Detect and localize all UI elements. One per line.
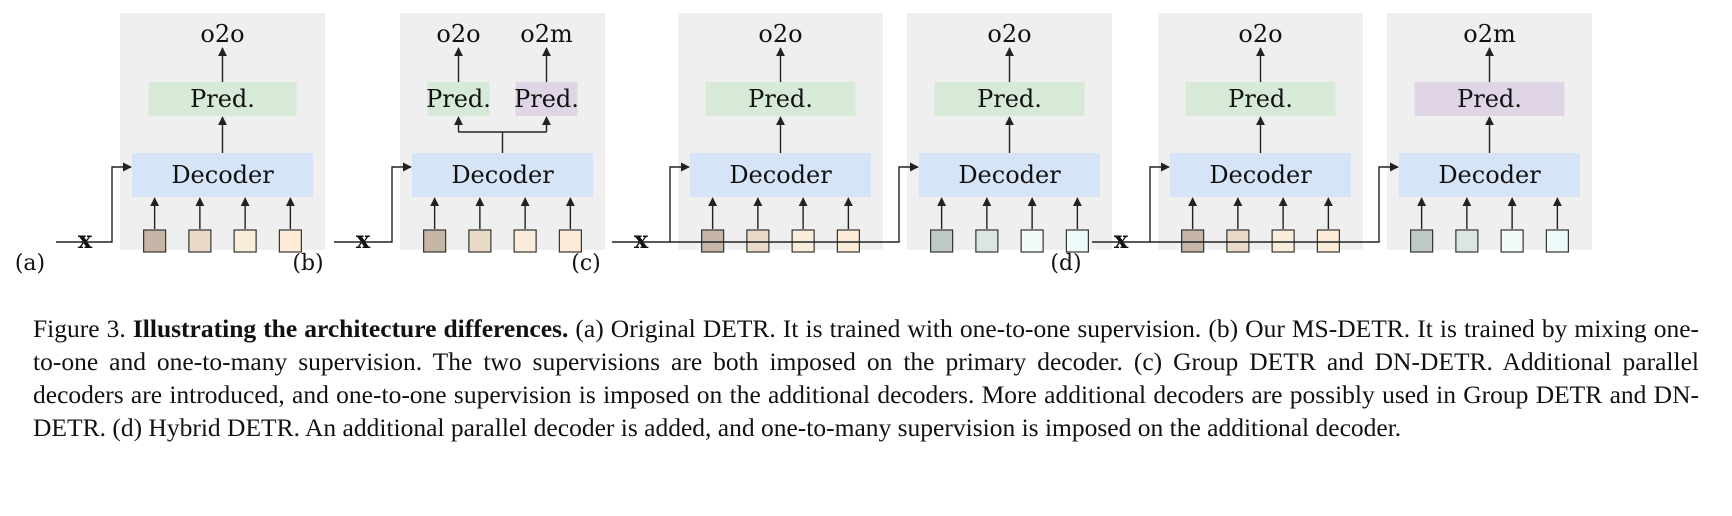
pred-box bbox=[427, 82, 490, 116]
input-route-parallel bbox=[1150, 162, 1399, 243]
caption-bold-title: Illustrating the architecture difference… bbox=[132, 314, 569, 343]
query-token bbox=[1410, 229, 1434, 253]
query-token bbox=[975, 229, 999, 253]
output-label: o2o bbox=[200, 20, 244, 48]
output-label: o2m bbox=[520, 20, 573, 48]
output-label: o2m bbox=[1463, 20, 1516, 48]
input-route bbox=[56, 162, 132, 243]
query-token bbox=[1271, 229, 1295, 253]
output-label: o2o bbox=[436, 20, 480, 48]
query-token bbox=[558, 229, 582, 253]
input-route-primary bbox=[612, 162, 690, 243]
output-label: o2o bbox=[987, 20, 1031, 48]
output-label: o2o bbox=[1238, 20, 1282, 48]
query-token bbox=[188, 229, 212, 253]
panel-label: (c) bbox=[571, 251, 601, 276]
pred-label: Pred. bbox=[426, 85, 491, 113]
pred-label: Pred. bbox=[748, 85, 813, 113]
query-token bbox=[1065, 229, 1089, 253]
decoder-label: Decoder bbox=[958, 161, 1061, 189]
input-route-parallel bbox=[670, 162, 919, 243]
decoder-box bbox=[132, 153, 313, 197]
query-token bbox=[1226, 229, 1250, 253]
figure-caption: Figure 3. Illustrating the architecture … bbox=[33, 312, 1699, 444]
input-route bbox=[334, 162, 412, 243]
pred-label: Pred. bbox=[514, 85, 579, 113]
caption-prefix: Figure 3. bbox=[33, 314, 126, 343]
pred-box bbox=[934, 82, 1085, 116]
input-x-symbol: x bbox=[634, 225, 649, 254]
decoder-box bbox=[919, 153, 1100, 197]
query-token bbox=[1545, 229, 1569, 253]
decoder-label: Decoder bbox=[1209, 161, 1312, 189]
pred-box bbox=[1414, 82, 1565, 116]
decoder-label: Decoder bbox=[729, 161, 832, 189]
pred-label: Pred. bbox=[1457, 85, 1522, 113]
query-token bbox=[143, 229, 167, 253]
query-token bbox=[513, 229, 537, 253]
pred-label: Pred. bbox=[1228, 85, 1293, 113]
input-x-symbol: x bbox=[356, 225, 371, 254]
caption-body: (a) Original DETR. It is trained with on… bbox=[33, 314, 1700, 442]
pred-box bbox=[1185, 82, 1336, 116]
query-token bbox=[791, 229, 815, 253]
query-token bbox=[930, 229, 954, 253]
decoder-box bbox=[690, 153, 871, 197]
decoder-box bbox=[412, 153, 593, 197]
decoder-label: Decoder bbox=[171, 161, 274, 189]
input-x-symbol: x bbox=[1114, 225, 1129, 254]
architecture-figure: (a) x Decoder Pred. o2o (b) x Decoder Pred. o2oPr… bbox=[15, 13, 1592, 276]
decoder-box bbox=[1399, 153, 1580, 197]
query-token bbox=[1020, 229, 1044, 253]
query-token bbox=[1316, 229, 1340, 253]
pred-box bbox=[515, 82, 578, 116]
query-token bbox=[423, 229, 447, 253]
query-token bbox=[468, 229, 492, 253]
pred-box bbox=[705, 82, 856, 116]
query-token bbox=[836, 229, 860, 253]
output-label: o2o bbox=[758, 20, 802, 48]
query-token bbox=[278, 229, 302, 253]
input-x-symbol: x bbox=[78, 225, 93, 254]
query-token bbox=[1181, 229, 1205, 253]
query-token bbox=[233, 229, 257, 253]
pred-label: Pred. bbox=[977, 85, 1042, 113]
decoder-label: Decoder bbox=[451, 161, 554, 189]
query-token bbox=[701, 229, 725, 253]
query-token bbox=[1455, 229, 1479, 253]
input-route-primary bbox=[1092, 162, 1170, 243]
panel-label: (d) bbox=[1050, 251, 1081, 276]
query-token bbox=[746, 229, 770, 253]
decoder-label: Decoder bbox=[1438, 161, 1541, 189]
decoder-box bbox=[1170, 153, 1351, 197]
pred-box bbox=[148, 82, 297, 116]
panel-label: (b) bbox=[292, 251, 323, 276]
pred-label: Pred. bbox=[190, 85, 255, 113]
query-token bbox=[1500, 229, 1524, 253]
panel-label: (a) bbox=[15, 251, 45, 276]
